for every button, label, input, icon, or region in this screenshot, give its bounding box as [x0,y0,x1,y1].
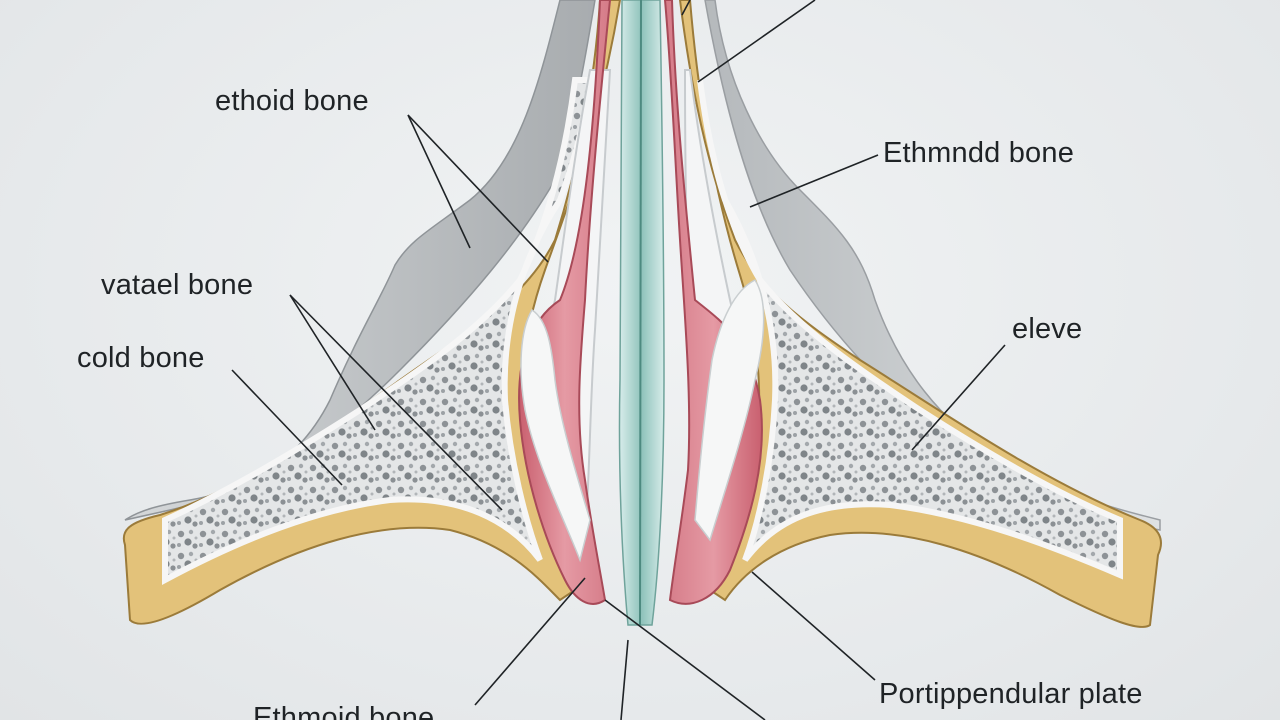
turbinate-right [694,279,765,542]
cancellous-bone-right [697,79,1123,580]
leader-bottom-1 [474,577,586,706]
nasal-septum [618,0,665,626]
leader-vatael-1 [289,294,376,431]
leader-top-right-1 [681,0,691,16]
label-ethmndd-bone: Ethmndd bone [883,137,1075,169]
leader-bottom-3 [604,599,766,720]
leader-ethoid-2 [407,114,549,263]
leader-eleve [911,344,1006,451]
mucosa-right [663,0,763,605]
leader-lines [231,0,1006,720]
cancellous-bone-left [162,77,594,586]
leader-bottom-2 [620,639,629,720]
leader-vatael-2 [289,294,503,511]
septum-midline [639,0,642,626]
label-vatael-bone: vatael bone [101,269,254,301]
leader-top-right-2 [697,0,816,83]
leader-cold [231,369,343,486]
label-portippendular-plate: Portippendular plate [879,678,1143,710]
label-ethmoid-bone-bottom: Ethmoid bone [253,702,435,720]
turbinate-left [520,308,591,563]
label-ethoid-bone: ethoid bone [215,85,369,117]
label-eleve: eleve [1012,313,1083,345]
leader-portip [751,571,876,681]
leader-ethoid-1 [407,114,471,249]
soft-tissue-left [124,0,596,521]
leader-ethmndd [749,154,879,208]
label-cold-bone: cold bone [77,342,205,374]
